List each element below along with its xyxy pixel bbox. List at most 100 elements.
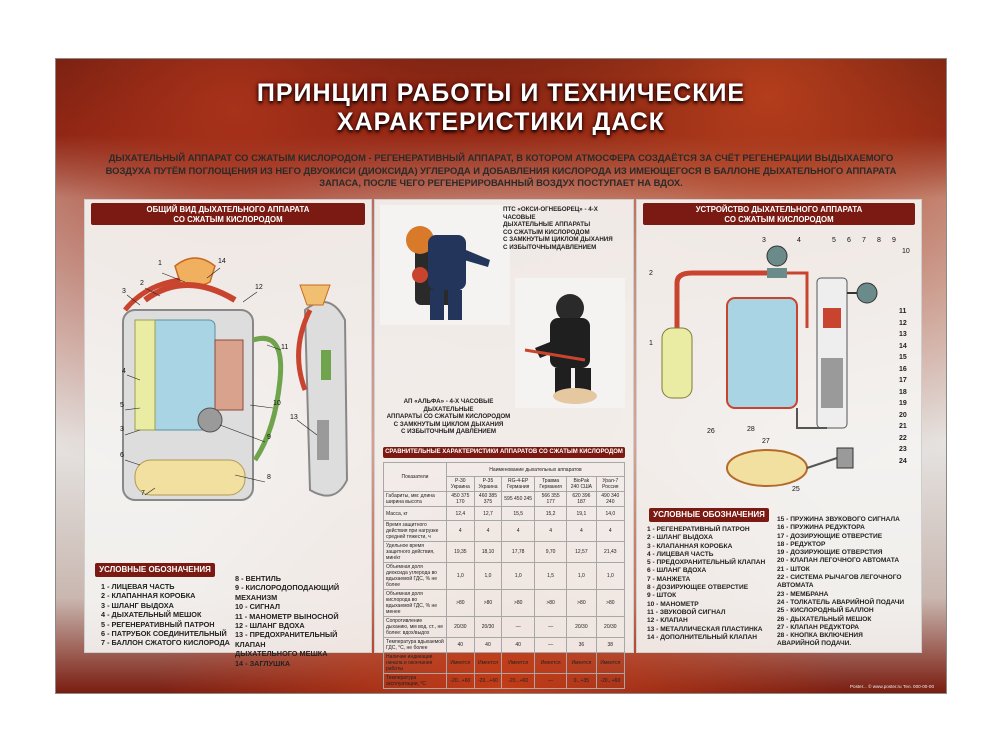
table-cell: — — [501, 616, 536, 638]
table-cell: 450 375 170 — [446, 491, 475, 507]
table-col-header: Р-35 Украина — [473, 476, 503, 492]
diagram-label: 5 — [120, 402, 124, 409]
table-cell: 19,1 — [566, 506, 597, 521]
diagram-label: 3 — [122, 288, 126, 295]
table-cell: 4 — [566, 520, 597, 542]
table-cell: Имеется — [446, 652, 475, 674]
schematic-label: 28 — [747, 426, 755, 433]
table-cell: Имеется — [595, 652, 626, 674]
table-cell: -20...+60 — [473, 673, 503, 689]
table-cell: >80 — [595, 589, 626, 617]
table-cell: 1,0 — [595, 562, 626, 590]
schematic-label: 1 — [649, 340, 653, 347]
schematic-label: 4 — [797, 237, 801, 244]
right-legend-title: УСЛОВНЫЕ ОБОЗНАЧЕНИЯ — [649, 508, 769, 522]
table-cell: 4 — [473, 520, 503, 542]
diagram-label: 11 — [281, 344, 289, 351]
table-cell: 1,0 — [446, 562, 475, 590]
table-cell: 40 — [446, 637, 475, 653]
diagram-label: 9 — [267, 434, 271, 441]
table-row: Объемная доля диоксида углерода во вдыха… — [383, 562, 626, 590]
table-cell: 1,0 — [501, 562, 536, 590]
table-row: Удельное время защитного действия, мин/к… — [383, 541, 626, 563]
left-panel: ОБЩИЙ ВИД ДЫХАТЕЛЬНОГО АППАРАТА СО СЖАТЫ… — [84, 199, 372, 668]
table-row-label: Удельное время защитного действия, мин/к… — [383, 541, 447, 563]
table-cell: 40 — [501, 637, 536, 653]
table-cell: 9,70 — [534, 541, 568, 563]
table-cell: 12,7 — [473, 506, 503, 521]
table-group-header: Наименование дыхательных аппаратов — [446, 462, 625, 477]
table-cell: 20/30 — [473, 616, 503, 638]
schematic-label: 8 — [877, 237, 881, 244]
table-cell: >80 — [534, 589, 568, 617]
photo-2-caption: АП «АЛЬФА» - 4-Х ЧАСОВЫЕ ДЫХАТЕЛЬНЫЕ АПП… — [386, 398, 511, 436]
table-cell: 490 340 240 — [595, 491, 626, 507]
table-heading: СРАВНИТЕЛЬНЫЕ ХАРАКТЕРИСТИКИ АППАРАТОВ С… — [383, 447, 625, 458]
table-row-label: Масса, кг — [383, 506, 447, 521]
table-cell: 595 450 245 — [501, 491, 536, 507]
table-row-label: Температура вдыхаемой ГДС, °С, не более — [383, 637, 447, 653]
photo-1-caption: ПТС «ОКСИ-ОГНЕБОРЕЦ» - 4-Х ЧАСОВЫЕ ДЫХАТ… — [503, 206, 613, 251]
diagram-label: 13 — [290, 414, 298, 421]
right-legend-col1: 1 - РЕГЕНЕРАТИВНЫЙ ПАТРОН 2 - ШЛАНГ ВЫДО… — [647, 526, 766, 641]
diagram-label: 2 — [140, 280, 144, 287]
diagram-label: 10 — [273, 400, 281, 407]
table-cell: — — [534, 673, 568, 689]
table-col-header: Травма Германия — [534, 476, 568, 492]
table-cell: Имеется — [534, 652, 568, 674]
schematic-label: 6 — [847, 237, 851, 244]
table-cell: 14,0 — [595, 506, 626, 521]
diagram-label: 12 — [255, 284, 263, 291]
table-cell: >80 — [501, 589, 536, 617]
schematic-label: 5 — [832, 237, 836, 244]
schematic-label: 9 — [892, 237, 896, 244]
table-cell: 20/30 — [566, 616, 597, 638]
table-col-header: RG-4-ЕР Германия — [501, 476, 536, 492]
schematic-side-labels: 11 12 13 14 15 16 17 18 19 20 21 22 23 2… — [899, 308, 907, 465]
schematic-label: 10 — [902, 248, 910, 255]
table-row: Время защитного действия при нагрузке ср… — [383, 520, 626, 542]
table-cell: 19,35 — [446, 541, 475, 563]
table-cell: 4 — [446, 520, 475, 542]
table-cell: 15,2 — [534, 506, 568, 521]
table-row-label: Габариты, мм: длина ширина высота — [383, 491, 447, 507]
firefighter-photo-2 — [515, 278, 625, 408]
table-row: Объемная доля кислорода во вдыхаемой ГДС… — [383, 589, 626, 617]
table-cell: -20...+60 — [501, 673, 536, 689]
table-row-label: Наличие индикации начала и окончания раб… — [383, 652, 447, 674]
table-cell: Имеется — [473, 652, 503, 674]
table-row: Температура эксплуатации, °С-20...+60-20… — [383, 673, 626, 689]
title-line-2: ХАРАКТЕРИСТИКИ ДАСК — [336, 108, 666, 136]
table-row-label: Температура эксплуатации, °С — [383, 673, 447, 689]
device-schematic — [661, 245, 878, 487]
table-cell: 20/30 — [446, 616, 475, 638]
diagram-label: 14 — [218, 258, 226, 265]
general-view-diagram — [122, 257, 349, 501]
table-cell: >80 — [566, 589, 597, 617]
diagram-label: 4 — [122, 368, 126, 375]
diagram-label: 3 — [120, 426, 124, 433]
diagram-label: 8 — [267, 474, 271, 481]
table-row: Наличие индикации начала и окончания раб… — [383, 652, 626, 674]
table-cell: 460 385 375 — [473, 491, 503, 507]
left-panel-heading: ОБЩИЙ ВИД ДЫХАТЕЛЬНОГО АППАРАТА СО СЖАТЫ… — [91, 203, 365, 225]
table-cell: 1,0 — [473, 562, 503, 590]
table-row-label: Объемная доля кислорода во вдыхаемой ГДС… — [383, 589, 447, 617]
table-cell: 1,0 — [566, 562, 597, 590]
table-cell: 4 — [534, 520, 568, 542]
table-cell: 38 — [595, 637, 626, 653]
table-col-header: Р-30 Украина — [446, 476, 475, 492]
schematic-label: 7 — [862, 237, 866, 244]
table-cell: 17,78 — [501, 541, 536, 563]
table-cell: >80 — [473, 589, 503, 617]
schematic-label: 3 — [762, 237, 766, 244]
table-cell: 4 — [595, 520, 626, 542]
firefighter-photo-1 — [380, 205, 510, 325]
left-legend-title: УСЛОВНЫЕ ОБОЗНАЧЕНИЯ — [95, 563, 215, 577]
table-cell: Имеется — [566, 652, 597, 674]
table-cell: 12,57 — [566, 541, 597, 563]
table-cell: -20...+60 — [446, 673, 475, 689]
